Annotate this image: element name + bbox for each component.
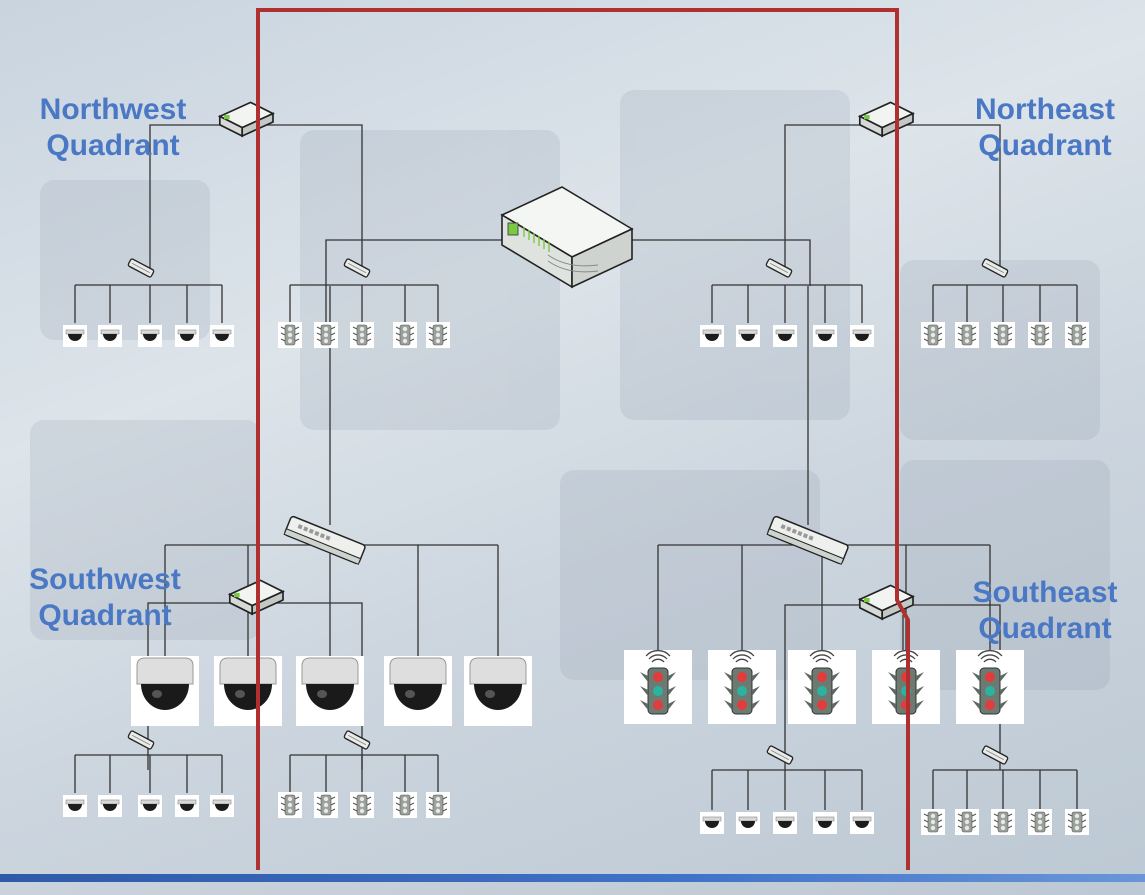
bottom-accent-bar [0,874,1145,882]
traffic-light-icon [708,650,776,724]
traffic-light-icon [991,809,1015,835]
dome-camera-icon [736,325,760,347]
traffic-light-icon [314,322,338,348]
dome-camera-icon [736,812,760,834]
dome-camera-icon [850,812,874,834]
traffic-light-icon [788,650,856,724]
hub-icon [284,516,366,565]
hub-icon [344,730,371,749]
background-shape [900,260,1100,440]
dome-camera-icon [138,795,162,817]
traffic-light-icon [991,322,1015,348]
dome-camera-icon [773,812,797,834]
dome-camera-icon [700,812,724,834]
hub-icon [128,730,155,749]
traffic-light-icon [1065,322,1089,348]
dome-camera-icon [813,812,837,834]
background-shape [300,130,560,430]
traffic-light-icon [314,792,338,818]
traffic-light-icon [1028,809,1052,835]
dome-camera-icon [384,656,452,726]
traffic-light-icon [956,650,1024,724]
northwest-quadrant-label: Northwest Quadrant [8,92,218,164]
traffic-light-icon [1028,322,1052,348]
router-icon [220,102,273,136]
traffic-light-icon [393,322,417,348]
traffic-light-icon [921,322,945,348]
traffic-light-icon [1065,809,1089,835]
router-icon [860,102,913,136]
background-shape [40,180,210,340]
traffic-light-icon [350,792,374,818]
dome-camera-icon [210,325,234,347]
traffic-light-icon [955,322,979,348]
dome-camera-icon [210,795,234,817]
dome-camera-icon [773,325,797,347]
southwest-quadrant-label: Southwest Quadrant [0,562,210,634]
northeast-quadrant-label: Northeast Quadrant [940,92,1145,164]
traffic-light-icon [955,809,979,835]
dome-camera-icon [131,656,199,726]
dome-camera-icon [296,656,364,726]
dome-camera-icon [813,325,837,347]
traffic-light-icon [278,792,302,818]
traffic-light-icon [350,322,374,348]
dome-camera-icon [850,325,874,347]
dome-camera-icon [214,656,282,726]
background-shape [560,470,820,680]
dome-camera-icon [138,325,162,347]
traffic-light-icon [426,322,450,348]
hub-icon [982,745,1009,764]
traffic-light-icon [921,809,945,835]
dome-camera-icon [175,795,199,817]
dome-camera-icon [98,325,122,347]
dome-camera-icon [700,325,724,347]
hub-icon [767,745,794,764]
traffic-light-icon [393,792,417,818]
traffic-light-icon [278,322,302,348]
dome-camera-icon [63,795,87,817]
dome-camera-icon [98,795,122,817]
dome-camera-icon [175,325,199,347]
dome-camera-icon [63,325,87,347]
background-shape [620,90,850,420]
southeast-quadrant-label: Southeast Quadrant [940,575,1145,647]
dome-camera-icon [464,656,532,726]
traffic-light-icon [426,792,450,818]
traffic-light-icon [624,650,692,724]
